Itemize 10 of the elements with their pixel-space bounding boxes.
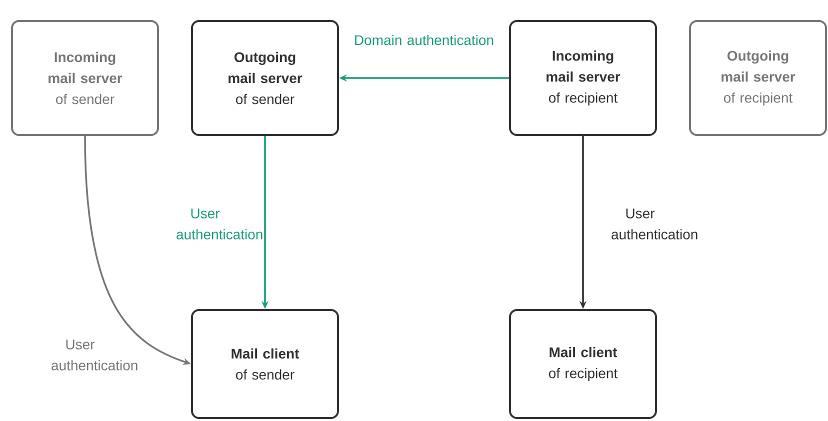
edge-label: User authentication [176,208,262,240]
edge-label: User authentication [52,340,138,370]
server-box: Mail client of sender [191,309,339,419]
edge-label: User authentication [612,208,698,240]
server-box: Outgoing mail server of recipient [689,20,827,136]
server-box: Mail client of recipient [509,309,657,419]
server-box: Incoming mail server of recipient [509,20,657,136]
server-box: Outgoing mail server of sender [191,20,339,136]
edge-label: Domain authentication [355,34,494,46]
server-box: Incoming mail server of sender [11,20,159,136]
